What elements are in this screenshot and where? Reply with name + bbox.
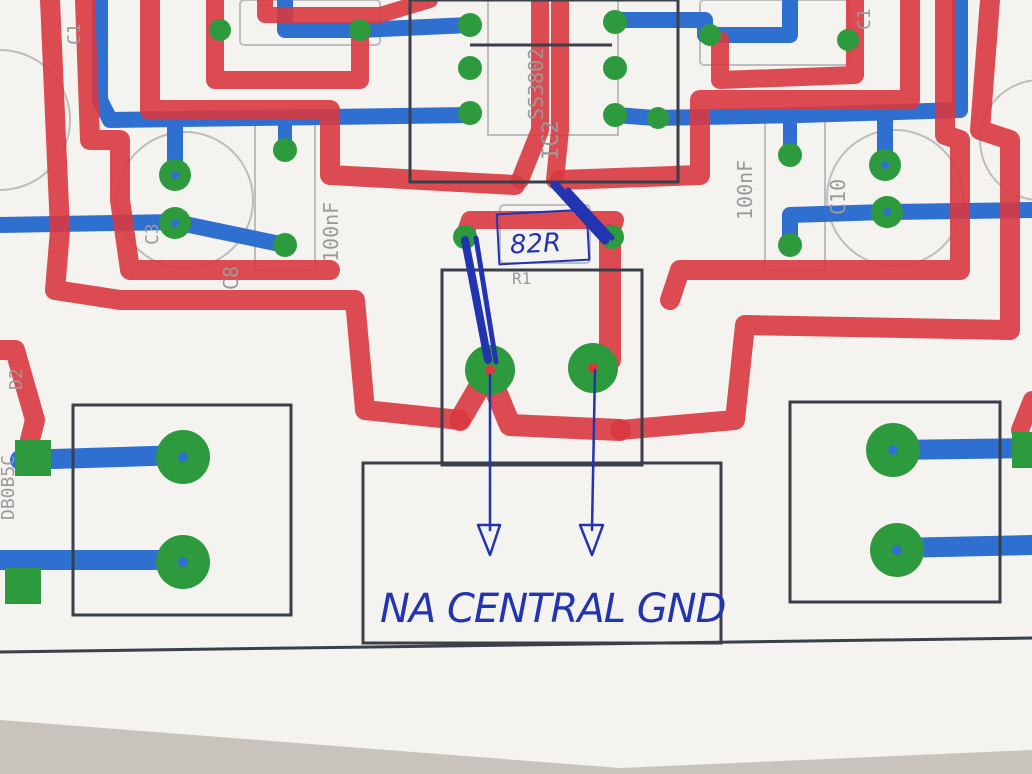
silkscreen-text: IC2 SS3802 100nF C8 C3 100nF C10 C1 C1 R… xyxy=(0,8,875,520)
red-trace-left-to-ic xyxy=(140,0,525,195)
pad-cap-right-2 xyxy=(778,233,802,257)
pad-ic-2 xyxy=(458,56,482,80)
blue-trace-top-right-2 xyxy=(607,0,968,126)
red-trace-right-to-ic xyxy=(550,0,920,190)
silk-elcap-far-left xyxy=(0,49,71,191)
silk-cap-left-value: 100nF xyxy=(319,202,343,262)
terminal-block-right xyxy=(788,400,1002,604)
pad-cap-left-2 xyxy=(273,233,297,257)
ink-jumper-left-2 xyxy=(473,235,499,365)
red-trace-ic-center-1 xyxy=(511,0,549,189)
pad-square-right xyxy=(1012,432,1032,468)
pad xyxy=(349,19,371,41)
pad-ic-3 xyxy=(458,101,482,125)
drill xyxy=(485,365,495,375)
red-trace-outer-left xyxy=(40,0,470,430)
ink-arrow-right-head xyxy=(578,523,605,557)
pad-cap-left-1 xyxy=(273,138,297,162)
silk-left-designator: D2 xyxy=(6,368,27,390)
pad xyxy=(647,107,669,129)
red-trace-far-left xyxy=(0,340,45,450)
drill xyxy=(888,445,898,455)
ink-jumper-right xyxy=(550,180,610,245)
silk-cap-far-left: C1 xyxy=(64,23,85,45)
ink-jumper-right-2 xyxy=(565,187,615,241)
ink-resistor-value: 82R xyxy=(509,228,562,261)
red-trace-top-small-left xyxy=(257,0,438,23)
drill xyxy=(178,452,188,462)
drill xyxy=(881,161,889,169)
pad-ic-6 xyxy=(603,10,627,34)
silk-ic-name: IC2 xyxy=(539,120,564,160)
silk-resistor-name: R1 xyxy=(512,269,531,288)
pad xyxy=(209,19,231,41)
drill xyxy=(883,208,891,216)
silk-cap-left-name: C8 xyxy=(219,266,243,290)
silk-cap-top-right: C1 xyxy=(854,8,875,30)
silk-cap-right-value: 100nF xyxy=(733,160,757,220)
pad-ic-4 xyxy=(603,103,627,127)
pad xyxy=(699,24,721,46)
drill xyxy=(892,545,902,555)
ink-arrow-right-shaft xyxy=(590,368,597,532)
pad-square-left-2 xyxy=(5,568,41,604)
drill xyxy=(588,363,598,373)
red-trace-inner-left xyxy=(75,0,340,280)
pad-ic-1 xyxy=(458,13,482,37)
ink-jumper-left xyxy=(461,236,492,364)
component-outlines xyxy=(71,0,1002,645)
silk-ic-part: SS3802 xyxy=(524,48,548,120)
ink-central-gnd-note: NA CENTRAL GND xyxy=(380,586,725,632)
board-edge-outline xyxy=(0,636,1032,654)
handwritten-annotations: 82R NA CENTRAL GND xyxy=(380,180,726,632)
pad-square-left-1 xyxy=(15,440,51,476)
red-trace-outer-right xyxy=(610,0,1020,440)
silk-cap-right-name: C10 xyxy=(826,179,850,215)
pad xyxy=(837,29,859,51)
ink-arrow-left-head xyxy=(476,523,502,557)
silk-resistor-r1 xyxy=(499,204,591,264)
central-gnd-block-outline xyxy=(361,461,723,645)
drill xyxy=(171,219,179,227)
red-trace-ic-center-2 xyxy=(546,0,569,189)
ic2-outline xyxy=(408,0,680,184)
drill xyxy=(171,171,179,179)
silk-left-part: DB0B5C xyxy=(0,455,19,520)
red-trace-inner-right xyxy=(660,0,970,310)
blue-trace-top-2 xyxy=(352,17,478,38)
connector-header-outline xyxy=(440,268,644,467)
red-trace-top-loop-left xyxy=(206,0,369,89)
drill xyxy=(178,557,188,567)
ink-box-resistor xyxy=(495,208,591,266)
silk-cap-left-name-2: C3 xyxy=(142,223,163,245)
pad-ic-5 xyxy=(603,56,627,80)
terminal-block-left xyxy=(71,403,293,617)
pad-cap-right-1 xyxy=(778,143,802,167)
red-trace-central-join xyxy=(449,361,631,441)
